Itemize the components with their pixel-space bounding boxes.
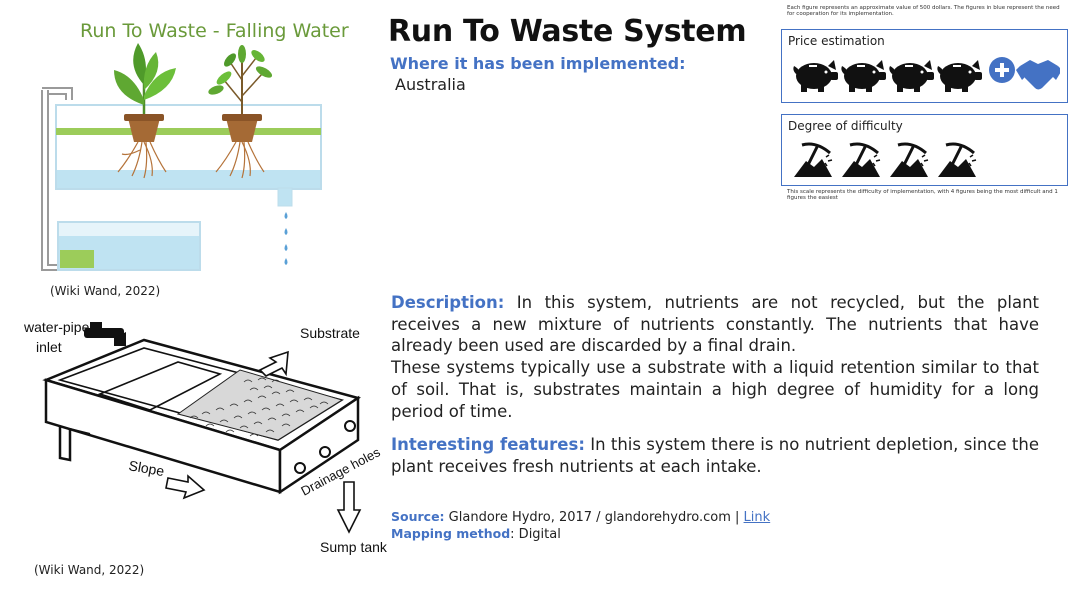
piggy-bank-icon [841, 60, 886, 92]
label-slope: Slope [127, 457, 165, 479]
handshake-icon [1016, 60, 1060, 90]
difficulty-figures [792, 142, 978, 179]
falling-water-diagram [41, 43, 322, 271]
description-paragraph-2: These systems typically use a substrate … [391, 358, 1039, 421]
diagram-bottom-caption: (Wiki Wand, 2022) [34, 563, 145, 577]
source-block: Source: Glandore Hydro, 2017 / glandoreh… [391, 509, 770, 543]
page-title: Run To Waste System [388, 14, 747, 49]
features-text: In this system there is no nutrient depl… [391, 435, 1040, 476]
source-line: Source: Glandore Hydro, 2017 / glandoreh… [391, 509, 770, 526]
pickaxe-icon [888, 142, 930, 179]
piggy-bank-icon [793, 60, 838, 92]
label-water-pipe: water-pipe [23, 319, 90, 335]
implemented-label: Where it has been implemented: [390, 54, 686, 73]
description-text: In this system, nutrients are not recycl… [391, 293, 1039, 356]
implemented-value: Australia [395, 75, 466, 94]
diagram-top-title: Run To Waste - Falling Water [80, 20, 349, 42]
features-label: Interesting features: [391, 435, 585, 455]
plus-icon [989, 57, 1015, 83]
difficulty-title: Degree of difficulty [788, 119, 903, 133]
mapping-line: Mapping method: Digital [391, 526, 770, 543]
substrate-tray-diagram: water-pipe inlet Substrate Slope Drainag… [23, 319, 388, 555]
piggy-bank-icon [889, 60, 934, 92]
diagram-top-caption: (Wiki Wand, 2022) [50, 284, 161, 298]
mapping-label: Mapping method [391, 526, 511, 541]
pickaxe-icon [792, 142, 834, 179]
price-estimation-title: Price estimation [788, 34, 885, 48]
label-inlet: inlet [36, 339, 62, 355]
difficulty-box: Degree of difficulty [781, 114, 1068, 186]
price-figures [793, 57, 1060, 92]
description-label: Description: [391, 293, 505, 312]
plant-icon [208, 45, 273, 179]
description-block: Description: In this system, nutrients a… [391, 292, 1039, 478]
source-label: Source: [391, 509, 445, 524]
features-paragraph: Interesting features: In this system the… [391, 434, 1039, 477]
label-sump-tank: Sump tank [320, 539, 388, 555]
pickaxe-icon [936, 142, 978, 179]
description-paragraph: Description: In this system, nutrients a… [391, 292, 1039, 357]
price-note: Each figure represents an approximate va… [787, 5, 1060, 17]
price-estimation-box: Price estimation [781, 29, 1068, 103]
label-substrate: Substrate [300, 325, 360, 341]
source-link[interactable]: Link [743, 510, 771, 525]
plant-icon [114, 43, 176, 179]
pickaxe-icon [840, 142, 882, 179]
piggy-bank-icon [937, 60, 982, 92]
source-value: Glandore Hydro, 2017 / glandorehydro.com… [444, 510, 744, 525]
difficulty-note: This scale represents the difficulty of … [787, 189, 1058, 201]
mapping-value: : Digital [510, 527, 561, 542]
